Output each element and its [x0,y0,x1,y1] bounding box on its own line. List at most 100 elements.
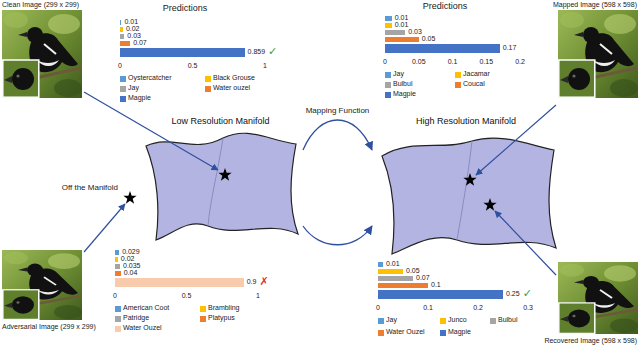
star-point [123,191,136,204]
legend-text: Magpie [393,90,416,98]
legend-text: Water Ouzel [386,328,425,336]
legend-swatch [200,306,206,312]
bar-value: 0.17 [503,44,517,52]
axis-tick: 0.5 [188,62,198,70]
legend-swatch [115,326,121,332]
legend-swatch [378,318,384,324]
axis-tick: 1 [256,292,260,300]
legend-swatch [115,306,121,312]
legend-text: American Coot [123,304,169,312]
legend-text: Coucal [463,80,485,88]
legend-text: Brambling [208,304,240,312]
mapping-arrow [303,120,372,150]
legend-text: Bulbul [393,80,412,88]
prediction-bar [385,44,500,53]
clean-photo [2,10,82,98]
axis-tick: 0.05 [412,58,426,66]
manifold-shape [138,116,303,242]
axis-tick: 0.15 [479,58,493,66]
legend-text: Oystercatcher [128,74,172,82]
legend-text: Patridge [123,314,149,322]
image-title: Clean Image (299 x 299) [2,1,79,9]
axis-tick: 0.5 [182,292,192,300]
axis-tick: 0 [383,58,387,66]
mapping-arrow [303,226,372,245]
prediction-bar [385,37,419,42]
prediction-bar [120,27,123,32]
bar-value: 0.05 [422,35,436,43]
legend-text: Jay [393,70,404,78]
legend-swatch [120,76,126,82]
prediction-bar [378,290,503,299]
bar-value: 0.859 [248,48,266,56]
legend-swatch [205,86,211,92]
legend-swatch [455,82,461,88]
prediction-bar [115,250,119,255]
chart-title: Predictions [163,3,208,14]
legend-text: Jay [128,84,139,92]
axis-tick: 0.2 [515,58,525,66]
region-note: Off the Manifold [62,183,118,193]
bar-value: 0.07 [133,39,147,47]
bar-value: 0.04 [124,269,138,277]
prediction-bar [120,41,130,46]
axis-tick: 0.1 [423,304,433,312]
legend-text: Bulbul [498,316,517,324]
legend-text: Jay [386,316,397,324]
leader-line [84,204,125,252]
manifold-region: Low Resolution Manifold [138,116,303,242]
prediction-bar [385,30,405,35]
axis-tick: 0.1 [448,58,458,66]
axis-tick: 0.3 [523,304,533,312]
axis-tick: 0 [118,62,122,70]
mapped-photo [558,10,638,98]
legend-swatch [440,318,446,324]
legend-text: Magpie [128,94,151,102]
result-mark: ✓ [268,45,277,58]
prediction-bar [120,34,124,39]
bar-value: 0.07 [416,274,430,282]
result-mark: ✗ [259,275,268,288]
legend-swatch [455,72,461,78]
manifold-sheet [146,133,298,240]
legend-text: Water ouzel [213,84,250,92]
prediction-bar [115,278,244,287]
result-mark: ✓ [523,287,532,300]
legend-swatch [200,316,206,322]
prediction-bar [115,257,118,262]
prediction-bar [378,276,413,281]
axis-tick: 0.2 [473,304,483,312]
prediction-bar [120,48,245,57]
chart-title: Predictions [423,1,468,12]
image-title: Adversarial Image (299 x 299) [2,323,96,331]
legend-text: Platypus [208,314,235,322]
prediction-bar [378,269,403,274]
legend-text: Black Grouse [213,74,255,82]
legend-text: Water Ouzel [123,324,162,332]
edge-label: Mapping Function [305,106,371,116]
legend-swatch [120,96,126,102]
bar-value: 0.01 [386,260,400,268]
legend-swatch [385,92,391,98]
recovered-photo [558,262,638,334]
region-heading: Low Resolution Manifold [138,116,303,128]
bar-value: 0.25 [506,290,520,298]
prediction-bar [378,283,428,288]
legend-swatch [490,318,496,324]
legend-text: Magpie [448,328,471,336]
legend-swatch [115,316,121,322]
legend-swatch [120,86,126,92]
bar-value: 0.03 [408,28,422,36]
legend-swatch [378,330,384,336]
manifold-sheet [382,138,556,254]
prediction-bar [115,264,120,269]
manifold-fold [208,138,223,226]
region-heading: High Resolution Manifold [372,116,560,128]
prediction-bar [378,262,383,267]
bar-value: 0.1 [431,281,441,289]
prediction-bar [120,20,121,25]
image-title: Recovered Image (598 x 598) [544,337,637,345]
axis-tick: 0 [376,304,380,312]
